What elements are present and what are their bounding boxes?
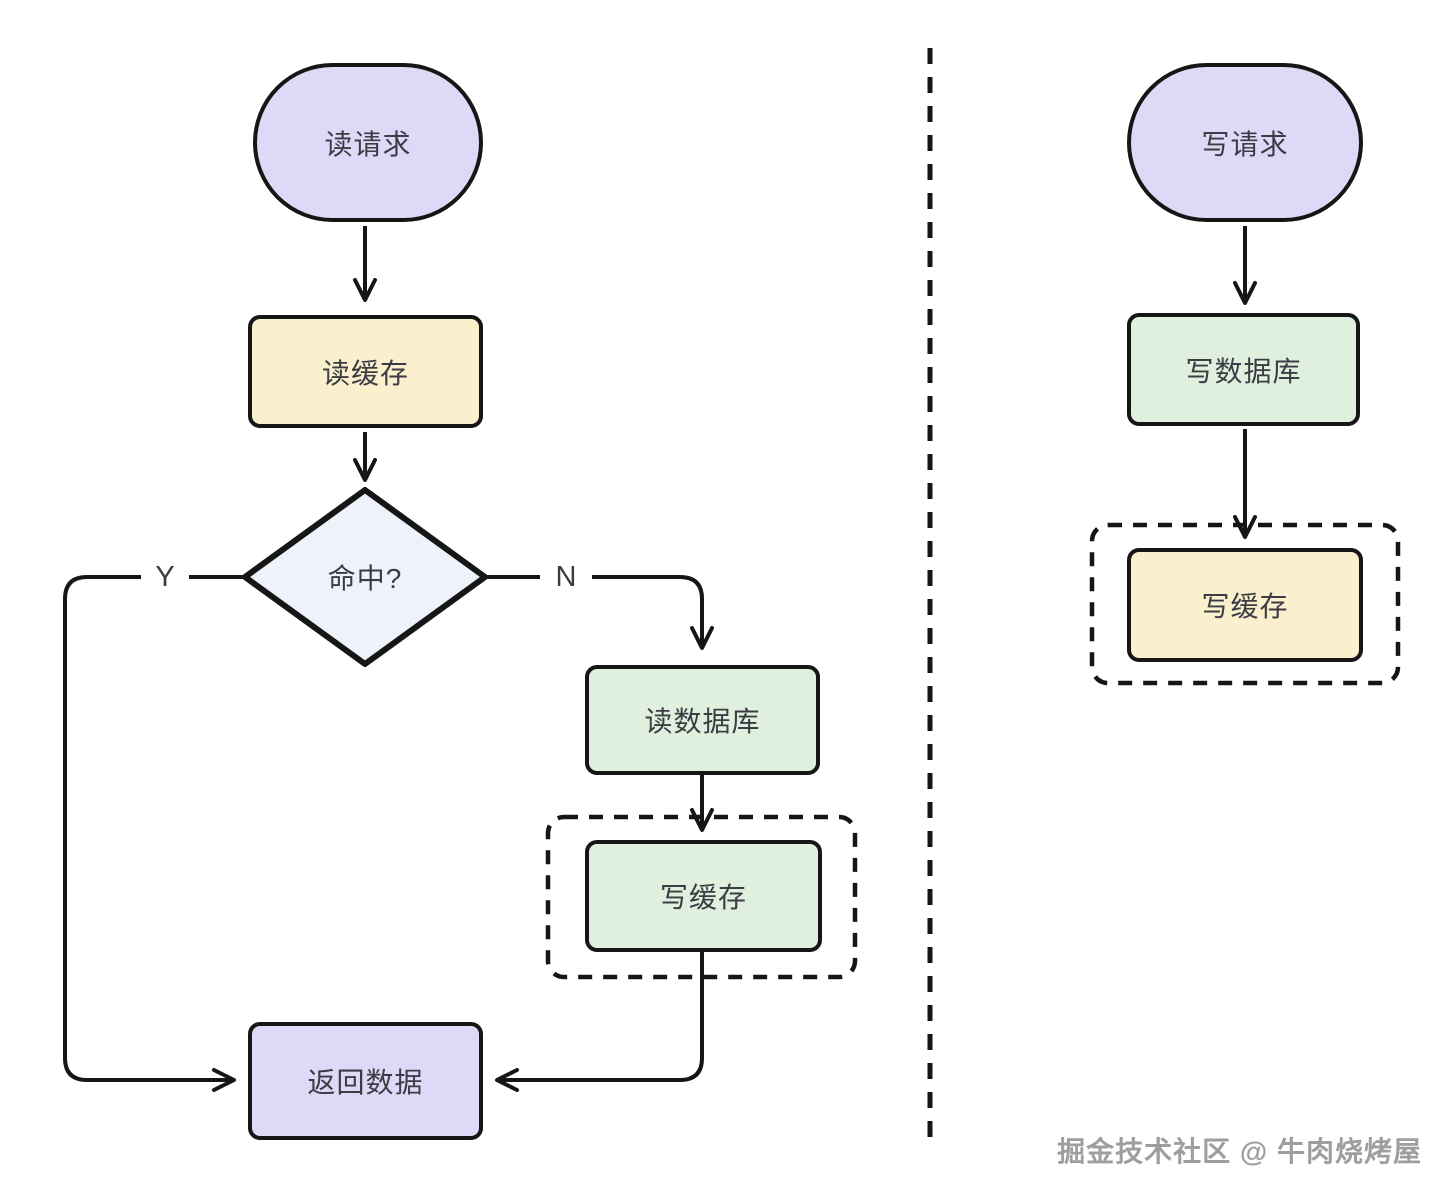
connector-yes-to-return (63, 575, 247, 1092)
read-cache-process: 读缓存 (248, 315, 483, 428)
branch-label-yes: Y (141, 556, 189, 598)
hit-decision: 命中? (265, 492, 465, 662)
write-cache-left-label: 写缓存 (659, 882, 747, 913)
write-request-terminal: 写请求 (1127, 63, 1363, 222)
write-db-label: 写数据库 (1185, 355, 1302, 387)
return-data-label: 返回数据 (307, 1067, 424, 1098)
write-db-process: 写数据库 (1127, 313, 1360, 426)
write-cache-right-label: 写缓存 (1201, 591, 1289, 622)
read-db-label: 读数据库 (644, 706, 761, 737)
dashed-group-left (545, 814, 858, 980)
yes-label: Y (155, 560, 175, 593)
hit-decision-label: 命中? (327, 563, 403, 594)
write-request-label: 写请求 (1201, 128, 1289, 160)
read-request-label: 读请求 (324, 128, 412, 160)
read-cache-label: 读缓存 (321, 357, 409, 389)
no-label: N (555, 560, 577, 593)
connector-write-cache-to-return (495, 952, 704, 1092)
return-data-process: 返回数据 (248, 1022, 483, 1140)
watermark: 掘金技术社区 @ 牛肉烧烤屋 (1057, 1136, 1422, 1167)
connector-no-to-read-db (483, 575, 714, 650)
decision-diamond-shape (242, 487, 488, 667)
write-cache-process-right: 写缓存 (1127, 548, 1363, 662)
write-cache-process-left: 写缓存 (585, 840, 822, 952)
read-request-terminal: 读请求 (253, 63, 483, 222)
read-db-process: 读数据库 (585, 665, 820, 775)
branch-label-no: N (540, 556, 592, 598)
dashed-group-right (1089, 522, 1401, 686)
